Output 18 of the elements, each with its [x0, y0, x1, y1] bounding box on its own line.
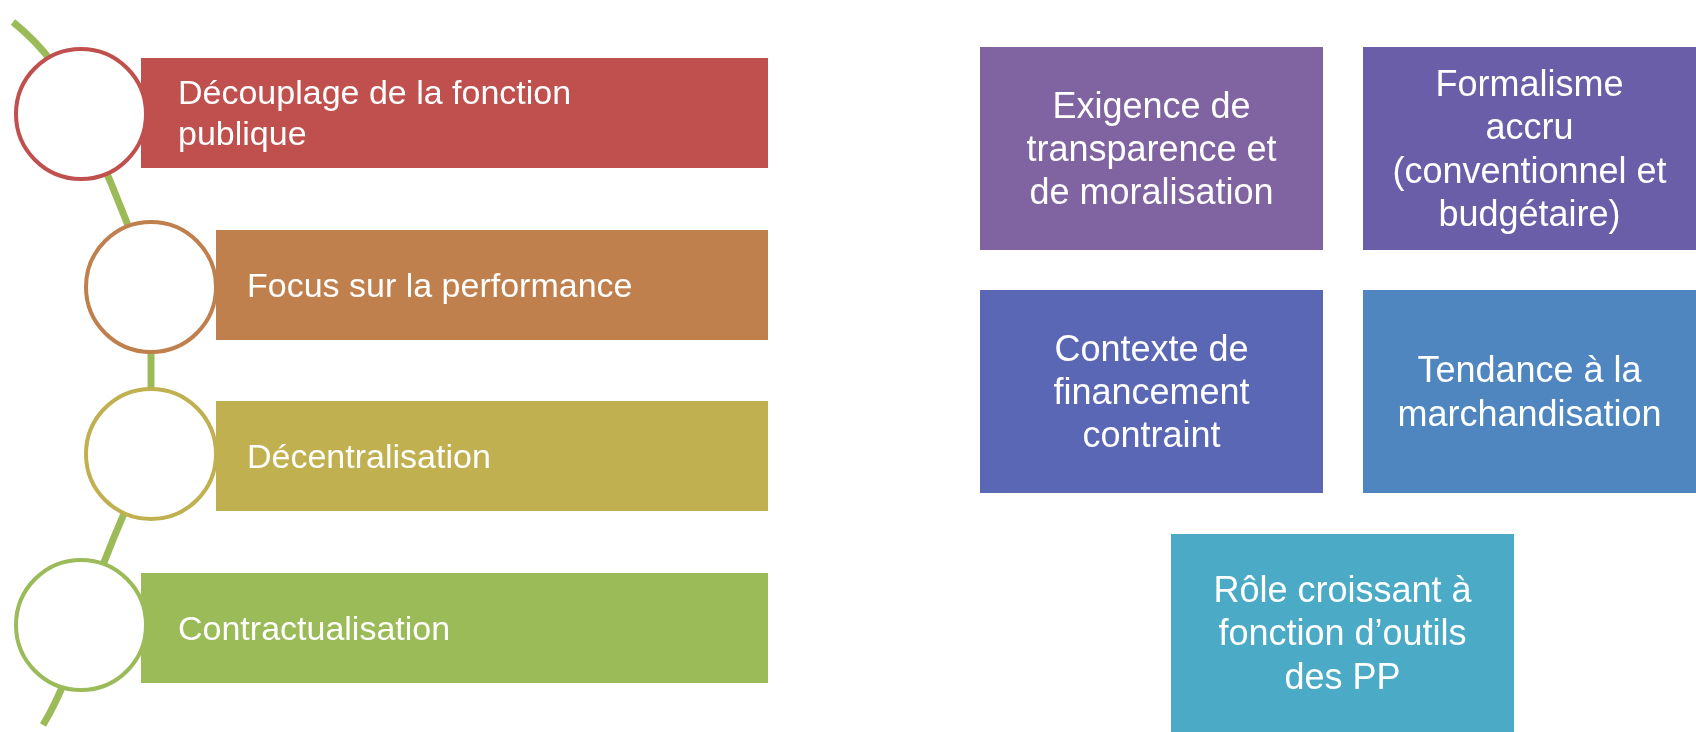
node-text: Découplage de la fonction publique [178, 72, 573, 154]
timeline-bar [216, 230, 768, 340]
node-text: Focus sur la performance [247, 264, 633, 306]
node-text: Contexte de financement contraint [1052, 326, 1251, 457]
node-text: Tendance à la marchandisation [1396, 348, 1663, 435]
node-text: Exigence de transparence et de moralisation [1025, 83, 1278, 214]
node-text: Rôle croissant à fonction d’outils des PP [1212, 568, 1473, 698]
topic-tile [980, 290, 1323, 493]
topic-tile [1363, 290, 1696, 493]
timeline-bar [141, 58, 768, 168]
node-text: Décentralisation [247, 435, 491, 477]
timeline-bar [216, 401, 768, 511]
timeline-bar [141, 573, 768, 683]
topic-tile [1363, 47, 1696, 250]
topic-tile [1171, 534, 1514, 732]
node-text: Contractualisation [178, 607, 451, 649]
topic-tile [980, 47, 1323, 250]
node-text: Formalisme accru (conventionnel et budgétaire) [1391, 62, 1668, 235]
